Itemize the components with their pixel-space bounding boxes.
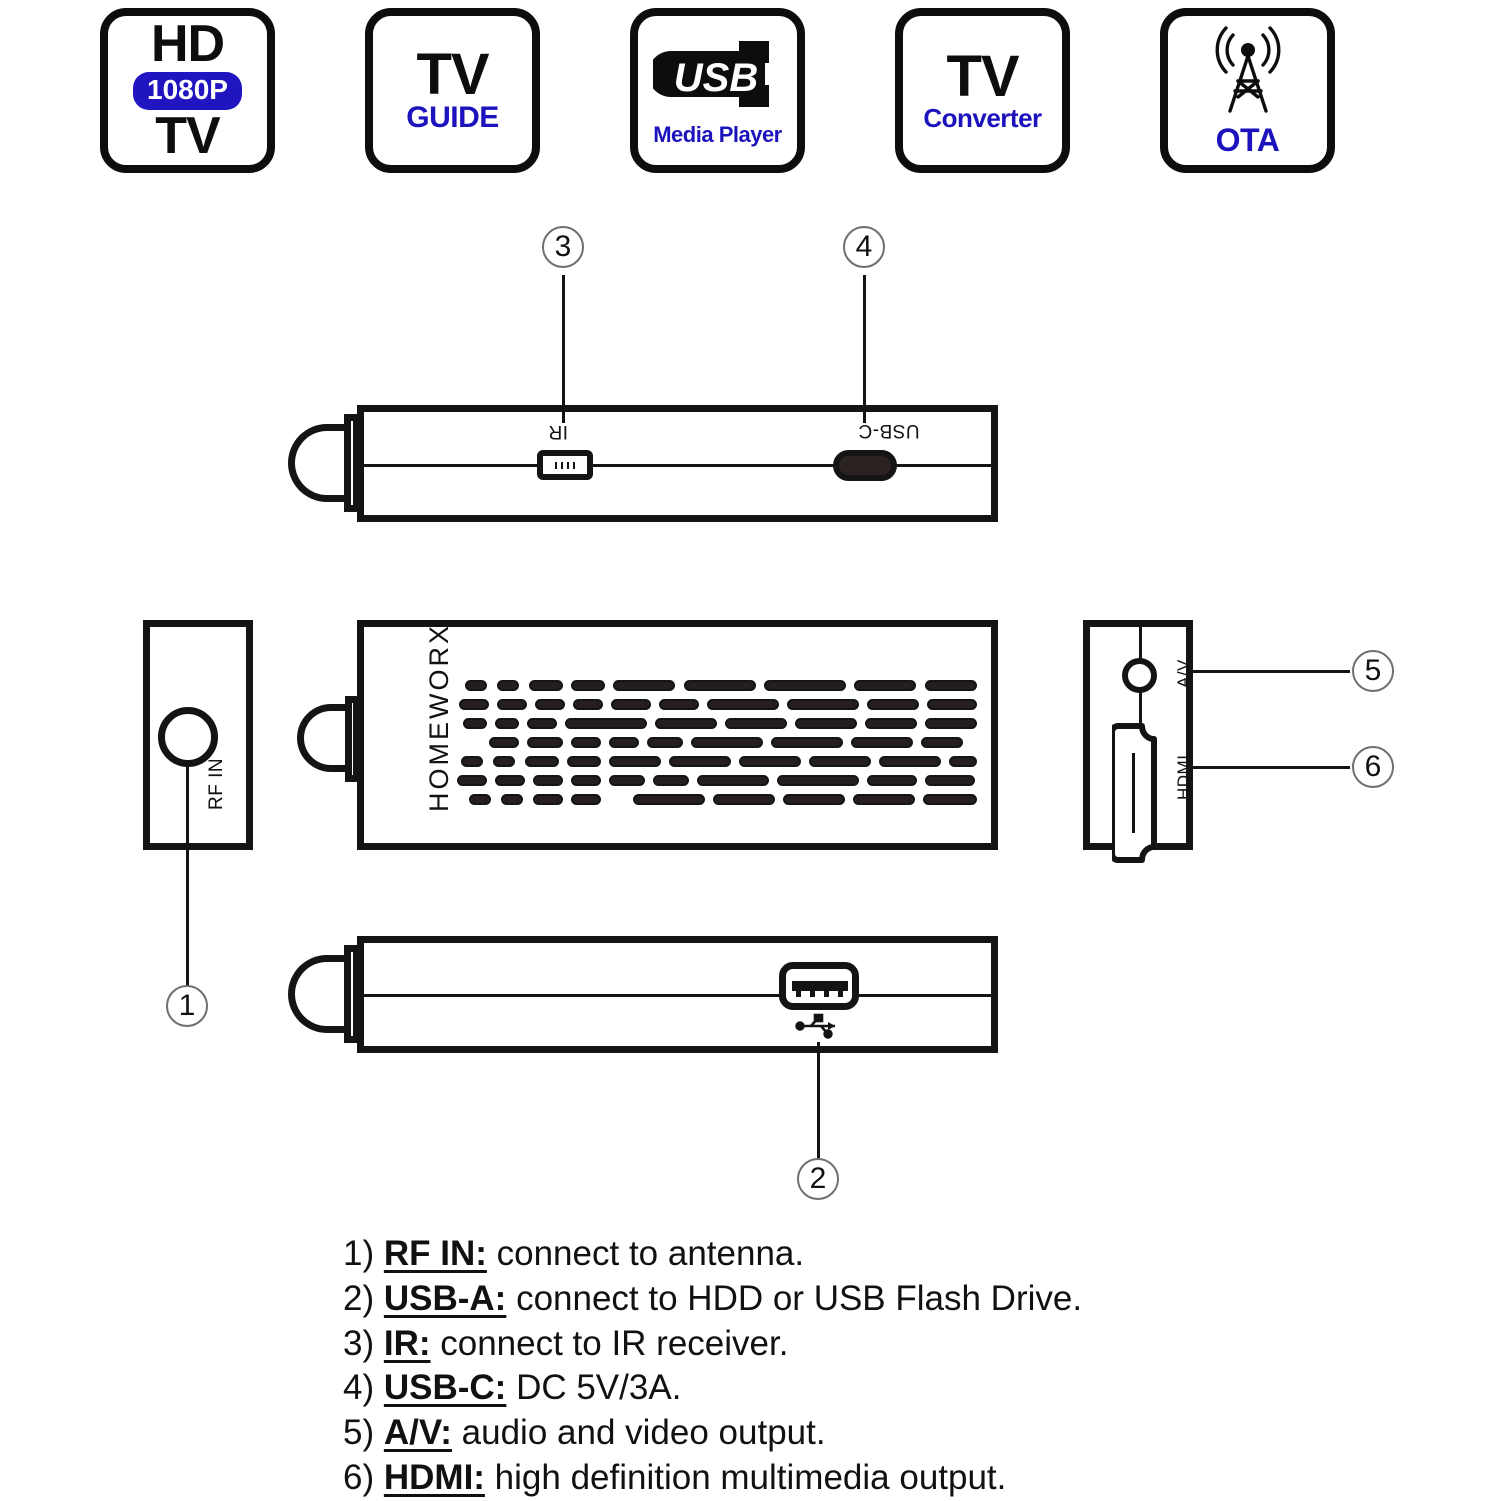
callout-5: 5: [1352, 650, 1394, 692]
legend-desc-5: audio and video output.: [451, 1413, 826, 1453]
callout-1-leader: [186, 760, 189, 1001]
legend-desc-2: connect to HDD or USB Flash Drive.: [506, 1278, 1083, 1318]
callout-6-leader: [1186, 766, 1350, 769]
legend-term-1: RF IN:: [383, 1234, 487, 1273]
usb-logo-icon: USB: [647, 35, 783, 118]
brand-label: HOMEWORX: [424, 623, 454, 812]
broadcast-tower-icon: [1200, 25, 1296, 118]
badge-tv-guide: TV GUIDE: [365, 8, 540, 173]
legend-number-1: 1): [343, 1234, 375, 1273]
badge-ota-sub-text: OTA: [1215, 122, 1280, 158]
svg-text:USB: USB: [673, 56, 757, 100]
badge-ota: OTA: [1160, 8, 1335, 173]
usb-a-port: [779, 962, 859, 1010]
antenna-connector-bottom: [288, 955, 348, 1033]
legend-number-6: 6): [343, 1457, 375, 1497]
legend-item-4: 4) USB-C: DC 5V/3A.: [343, 1366, 1443, 1411]
front-view-body: [357, 620, 998, 850]
callout-3-leader: [562, 275, 565, 423]
badge-hd-pill: 1080P: [133, 71, 242, 110]
legend-item-2: 2) USB-A: connect to HDD or USB Flash Dr…: [343, 1277, 1443, 1322]
legend-item-3: 3) IR: connect to IR receiver.: [343, 1322, 1443, 1367]
callout-2: 2: [797, 1158, 839, 1200]
legend-item-1: 1) RF IN: connect to antenna.: [343, 1232, 1443, 1277]
callout-4: 4: [843, 226, 885, 268]
hdmi-label: HDMI: [1174, 754, 1193, 800]
badge-tvconv-top-text: TV: [946, 43, 1019, 109]
badge-tv-converter: TV Converter: [895, 8, 1070, 173]
usb-c-port-label: USB-C: [858, 420, 920, 441]
callout-3: 3: [542, 226, 584, 268]
av-jack: [1122, 658, 1157, 693]
legend-term-4: USB-C:: [383, 1368, 507, 1408]
legend-number-5: 5): [343, 1413, 375, 1453]
feature-badge-row: HD 1080P TV TV GUIDE USB Media Player TV…: [100, 8, 1425, 173]
legend-desc-4: DC 5V/3A.: [506, 1368, 682, 1408]
badge-hd-top-text: HD: [150, 14, 225, 73]
legend-desc-3: connect to IR receiver.: [430, 1323, 789, 1363]
callout-2-leader: [817, 1042, 820, 1166]
antenna-neck-bottom: [344, 945, 360, 1043]
badge-tvguide-top-text: TV: [416, 41, 489, 107]
usb-trident-icon: [795, 1013, 843, 1044]
hdmi-port: [1109, 718, 1160, 868]
callout-5-leader: [1186, 670, 1350, 673]
callout-1: 1: [166, 985, 208, 1027]
usb-c-port: [833, 450, 897, 481]
badge-hd-bottom-text: TV: [155, 106, 220, 165]
av-label: A/V: [1174, 659, 1193, 688]
legend-term-6: HDMI:: [383, 1457, 485, 1497]
antenna-neck-top: [344, 414, 360, 512]
antenna-connector-front: [297, 704, 349, 772]
legend-number-2: 2): [343, 1278, 375, 1318]
callout-4-leader: [863, 275, 866, 423]
legend-desc-6: high definition multimedia output.: [484, 1457, 1007, 1497]
badge-usb-media-player: USB Media Player: [630, 8, 805, 173]
legend-desc-1: connect to antenna.: [486, 1234, 805, 1273]
badge-usb-sub-text: Media Player: [653, 122, 782, 147]
legend-item-6: 6) HDMI: high definition multimedia outp…: [343, 1456, 1443, 1501]
legend-item-5: 5) A/V: audio and video output.: [343, 1411, 1443, 1456]
badge-tvguide-sub-text: GUIDE: [406, 101, 499, 135]
legend-term-2: USB-A:: [383, 1278, 507, 1318]
legend-number-3: 3): [343, 1323, 375, 1363]
legend-term-3: IR:: [383, 1323, 431, 1363]
badge-hd-1080p-tv: HD 1080P TV: [100, 8, 275, 173]
bottom-view-seam: [360, 994, 995, 997]
legend-term-5: A/V:: [383, 1413, 452, 1453]
antenna-neck-front: [345, 696, 360, 782]
top-view-seam: [360, 464, 995, 467]
antenna-connector-top: [288, 424, 348, 502]
callout-6: 6: [1352, 746, 1394, 788]
legend-list: 1) RF IN: connect to antenna. 2) USB-A: …: [343, 1232, 1443, 1501]
badge-tvconv-sub-text: Converter: [923, 103, 1042, 134]
ir-port-label: IR: [548, 421, 568, 442]
rf-in-label: RF IN: [206, 757, 227, 810]
legend-number-4: 4): [343, 1368, 375, 1408]
ir-port: [537, 450, 593, 480]
